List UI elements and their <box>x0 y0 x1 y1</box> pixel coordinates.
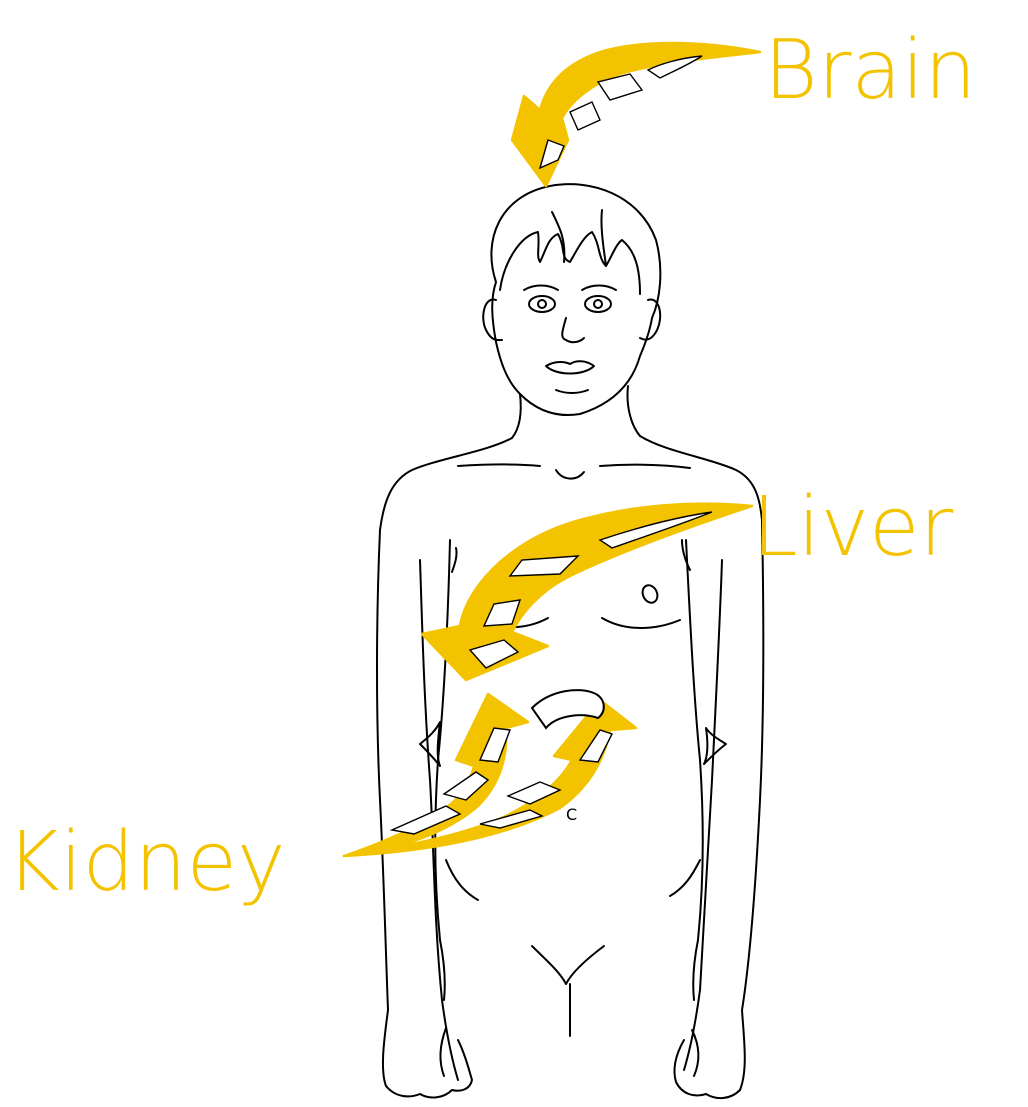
neck-notch <box>556 470 584 479</box>
liver-arrow-group <box>422 504 752 680</box>
hair-outline <box>500 232 640 294</box>
left-brow <box>524 286 558 291</box>
armpit-left <box>452 548 457 572</box>
left-hand <box>386 1040 472 1097</box>
neck-left <box>512 394 521 438</box>
chin <box>556 390 588 393</box>
right-pec <box>602 618 680 628</box>
left-pupil <box>538 300 546 308</box>
kidney-label: Kidney <box>6 815 286 910</box>
liver-label: Liver <box>752 480 953 575</box>
right-eye <box>585 296 611 312</box>
neck-right <box>628 386 641 436</box>
brain-label: Brain <box>764 23 976 118</box>
left-shoulder <box>380 438 512 530</box>
left-arm-outer <box>377 530 388 1086</box>
pelvis <box>532 946 604 984</box>
head-outline <box>491 184 660 415</box>
left-hip <box>446 860 478 900</box>
small-mark-label: C <box>566 805 577 824</box>
left-eye <box>529 296 555 312</box>
torso-right <box>686 540 703 1000</box>
left-thumb <box>440 1028 446 1076</box>
brain-arrow-window-3 <box>570 102 600 130</box>
left-waist-mark <box>420 722 440 766</box>
right-pupil <box>594 300 602 308</box>
right-arm-outer <box>740 520 763 1090</box>
right-nipple <box>640 583 660 605</box>
clavicle <box>458 465 690 469</box>
liver-arrow-ribbon <box>422 504 752 680</box>
right-brow <box>582 286 616 291</box>
right-hip <box>670 860 700 896</box>
nose <box>562 318 584 342</box>
brain-arrow-group <box>512 43 760 186</box>
kidney-arrow-group <box>344 690 636 856</box>
mouth <box>546 361 594 373</box>
